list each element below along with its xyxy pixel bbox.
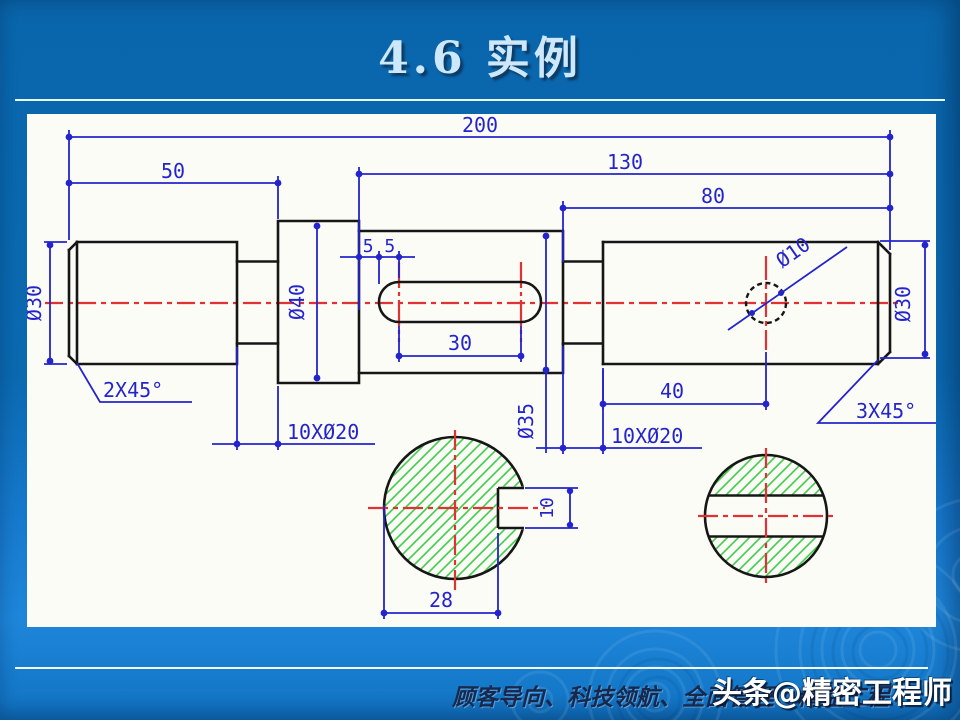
footer-slogan: 顾客导向、科技领航、全面管理、精益工程 <box>452 684 889 711</box>
dim-dia30-right: Ø30 <box>891 286 915 322</box>
title-divider-line <box>15 99 945 101</box>
dim-hole-diameter: Ø10 <box>771 232 814 272</box>
toutiao-watermark: 头条@精密工程师 <box>712 676 952 711</box>
footer-divider-line <box>15 667 928 669</box>
dim-keyway-offsets: 5 5 <box>363 236 396 257</box>
dim-dia40: Ø40 <box>285 284 309 320</box>
dimension-arrow-dots <box>46 133 929 617</box>
dim-80: 80 <box>701 184 725 208</box>
dim-keyway-length: 30 <box>448 331 472 355</box>
cross-hole-outline <box>744 281 788 325</box>
groove-note-right: 10XØ20 <box>611 424 683 448</box>
dim-hole-position: 40 <box>660 379 684 403</box>
dimension-labels: 200 130 80 50 5 5 30 40 28 10XØ20 10XØ20… <box>27 114 916 612</box>
chamfer-note-left: 2X45° <box>103 378 163 402</box>
shaft-outline <box>67 219 892 385</box>
dim-50: 50 <box>161 159 185 183</box>
groove-note-left: 10XØ20 <box>287 420 359 444</box>
drawing-canvas: 200 130 80 50 5 5 30 40 28 10XØ20 10XØ20… <box>27 114 936 627</box>
dim-section-28: 28 <box>429 588 453 612</box>
dim-total-length: 200 <box>462 114 498 137</box>
page-title: 4.6 实例 <box>378 33 582 84</box>
dim-dia35: Ø35 <box>514 403 538 439</box>
chamfer-note-right: 3X45° <box>856 399 916 423</box>
dimension-lines <box>44 130 936 619</box>
technical-drawing: 200 130 80 50 5 5 30 40 28 10XØ20 10XØ20… <box>27 114 936 619</box>
dim-130: 130 <box>607 150 643 174</box>
dim-keyway-width: 10 <box>537 497 558 519</box>
dim-dia30-left: Ø30 <box>27 285 46 321</box>
